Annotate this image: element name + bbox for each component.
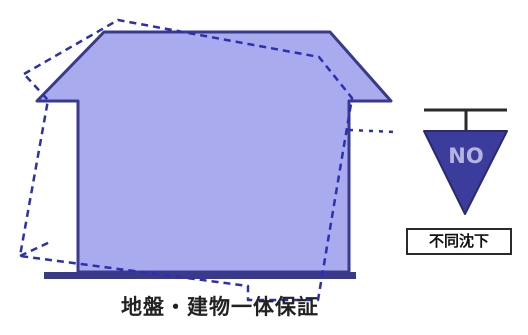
differential-settlement-label: 不同沈下 xyxy=(406,228,512,255)
ground-line xyxy=(44,272,356,279)
house-shape xyxy=(35,30,393,274)
tilted-ground-line xyxy=(19,240,51,258)
tilted-house-outline xyxy=(18,18,354,302)
tilted-wall-extension xyxy=(348,128,396,134)
no-triangle-icon xyxy=(423,130,508,215)
diagram-caption: 地盤・建物一体保証 xyxy=(121,295,319,319)
no-symbol-text: NO xyxy=(448,144,483,168)
